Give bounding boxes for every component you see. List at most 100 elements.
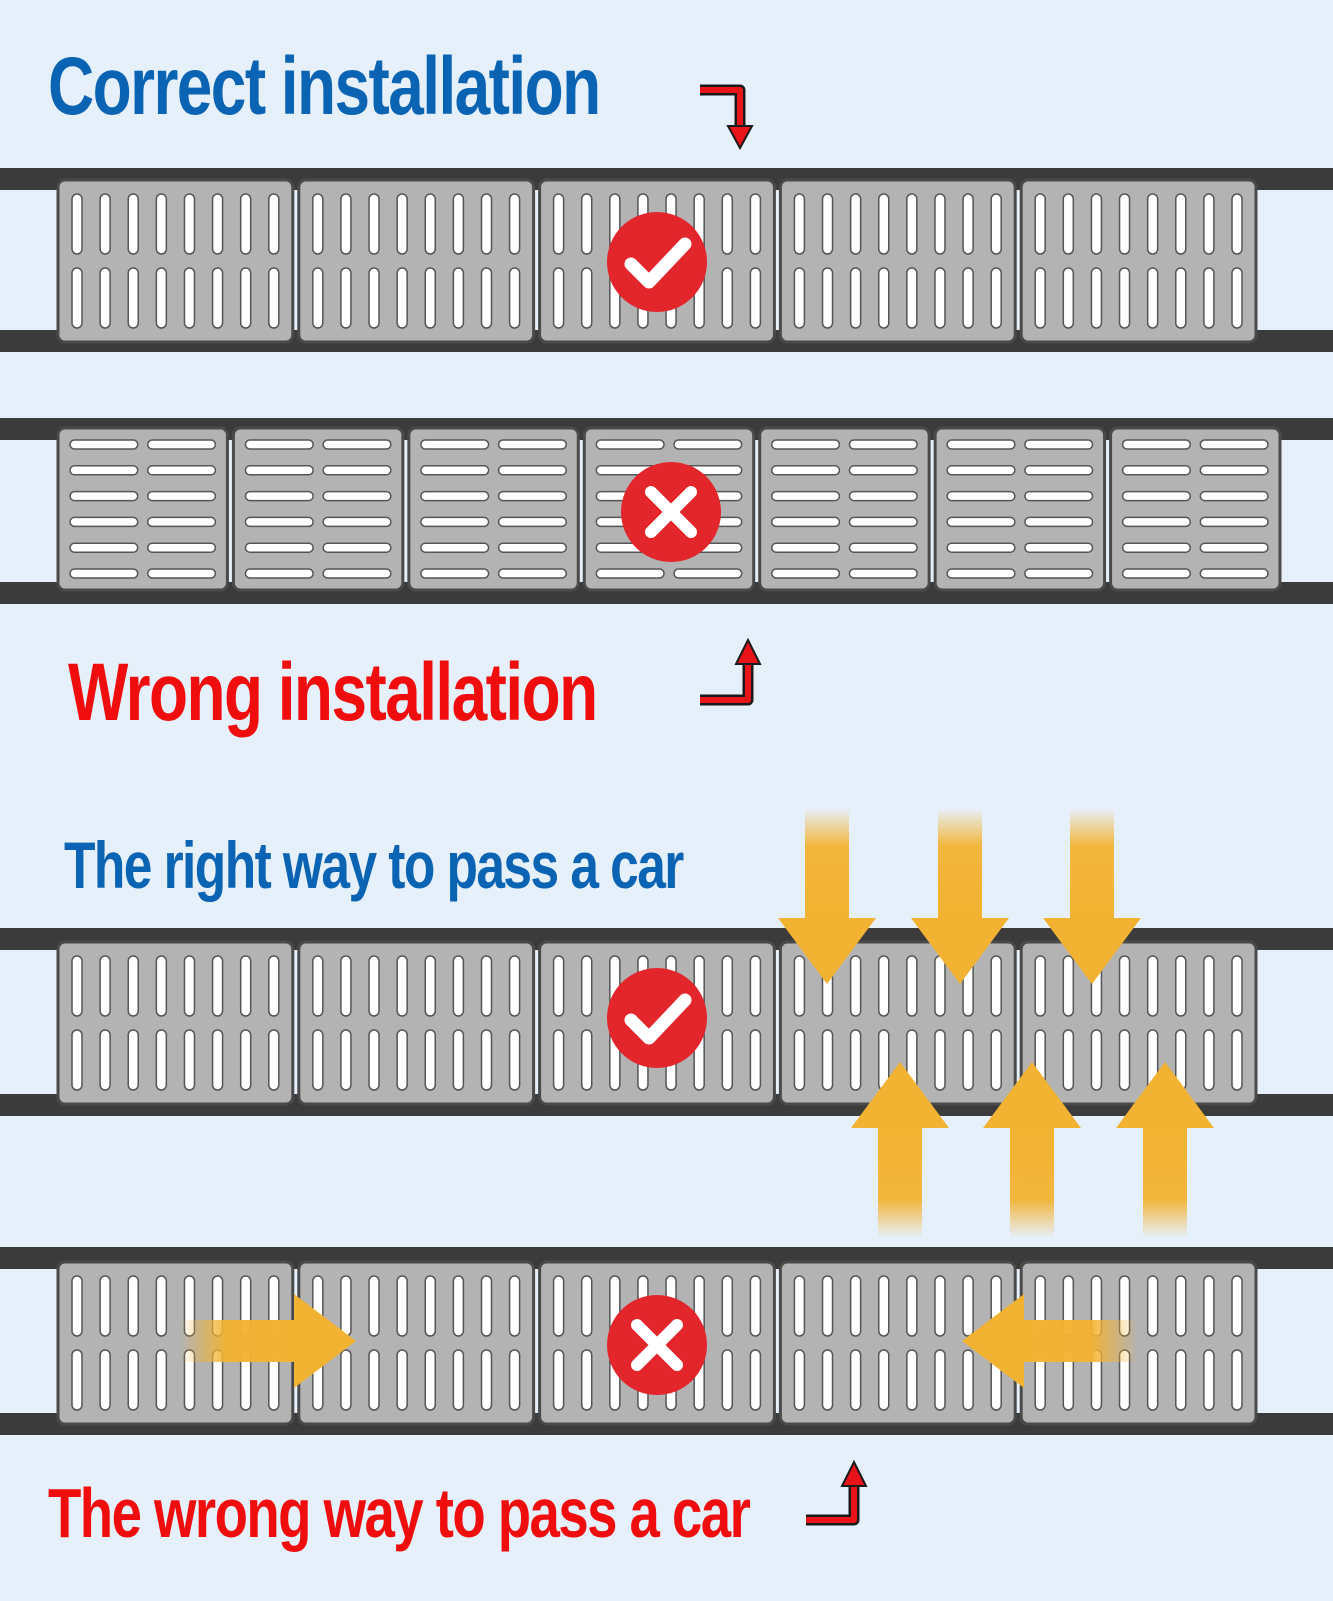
grate-slot [268, 267, 280, 329]
grate-slot [1062, 955, 1075, 1017]
grate-slot [849, 193, 862, 255]
grate-slot [821, 267, 834, 329]
grate-slot [721, 1029, 734, 1091]
drain-grate [933, 426, 1107, 592]
grate-slot [906, 1349, 918, 1411]
grate-slot [155, 193, 168, 255]
grate-slot [244, 542, 314, 553]
bent-arrow-icon [700, 84, 754, 151]
grate-slot [480, 1275, 493, 1337]
grate-slot [368, 1349, 380, 1411]
drain-grate [297, 178, 536, 344]
grate-slot [368, 1275, 380, 1337]
flow-arrow-icon [962, 1294, 1138, 1388]
grate-slot [990, 955, 1002, 1017]
grate-slot [1175, 193, 1187, 255]
flow-arrows-cross-wise [778, 808, 1214, 1238]
drain-grate [407, 426, 580, 592]
grate-slot [1231, 1029, 1243, 1091]
grate-slot [497, 490, 568, 502]
grate-slot [770, 465, 841, 476]
grate-slot [770, 568, 841, 579]
grate-slot [848, 439, 918, 450]
grate-slot [424, 1029, 437, 1091]
grate-slot [1203, 1349, 1215, 1411]
grate-slot [1090, 193, 1103, 255]
grate-slot [552, 267, 565, 329]
grate-slot [1175, 267, 1187, 329]
grate-slot [990, 1029, 1002, 1091]
check-mark-icon [607, 968, 707, 1068]
grate-slot [239, 193, 252, 255]
grate-slot [71, 1349, 83, 1411]
grate-slot [420, 568, 490, 579]
grate-slot [1146, 1275, 1159, 1337]
grate-slot [127, 1275, 139, 1337]
grate-slot [1203, 1029, 1215, 1091]
grate-slot [340, 955, 352, 1017]
grate-slot [962, 1349, 974, 1411]
grate-slot [1203, 955, 1215, 1017]
grate-slot [934, 1029, 946, 1091]
grate-slot [420, 465, 490, 476]
grate-slot [146, 516, 217, 528]
grate-slot [580, 267, 593, 329]
grate-slot [239, 1029, 252, 1091]
grate-slot [396, 267, 408, 329]
grate-slot [595, 439, 665, 450]
grate-slot [552, 1275, 565, 1337]
grate-slot [396, 1349, 408, 1411]
drain-grate [778, 940, 1017, 1106]
grate-slot [452, 955, 465, 1017]
grate-slot [1199, 465, 1269, 476]
grate-slot [322, 490, 392, 502]
grate-slot [268, 955, 280, 1017]
grate-slot [848, 465, 918, 476]
grate-slot [849, 267, 862, 329]
grate-slot [934, 955, 946, 1017]
grate-slot [1121, 439, 1192, 450]
correct-installation-caption: Correct installation [48, 41, 601, 132]
grate-slot [1118, 955, 1131, 1017]
grate-slot [69, 516, 139, 528]
grate-slot [1231, 1275, 1243, 1337]
grate-slot [990, 193, 1002, 255]
grate-slot [508, 267, 521, 329]
grate-slot [71, 193, 83, 255]
grate-slot [424, 267, 437, 329]
flow-arrow-icon [778, 808, 876, 984]
grate-slot [1121, 516, 1192, 528]
grate-slot [770, 542, 841, 553]
right-way-row [0, 928, 1333, 1116]
grate-slot [1175, 1349, 1187, 1411]
grate-slot [934, 193, 946, 255]
grate-slot [1118, 267, 1131, 329]
flow-arrows-length-wise [180, 1294, 1138, 1388]
grate-slot [244, 465, 314, 476]
grate-slot [749, 267, 762, 329]
grate-slot [821, 1275, 834, 1337]
grate-slot [906, 1275, 918, 1337]
grate-slot [946, 516, 1016, 528]
grate-slot [1146, 193, 1159, 255]
correct-installation-row [0, 168, 1333, 352]
grate-slot [497, 568, 568, 579]
grate-slot [497, 465, 568, 476]
grate-slot [155, 267, 168, 329]
bent-arrow-icon [806, 1459, 868, 1526]
grate-slot [849, 1275, 862, 1337]
grate-slot [1034, 267, 1046, 329]
grate-slot [155, 1029, 168, 1091]
grate-slot [452, 267, 465, 329]
grate-slot [962, 1029, 974, 1091]
grate-slot [552, 193, 565, 255]
grate-slot [244, 516, 314, 528]
grate-slot [849, 1029, 862, 1091]
grate-slot [962, 193, 974, 255]
grate-slot [962, 1275, 974, 1337]
grate-slot [946, 542, 1016, 553]
grate-slot [368, 193, 380, 255]
grate-slot [99, 1029, 111, 1091]
grate-slot [1199, 490, 1269, 502]
grate-slot [69, 568, 139, 579]
